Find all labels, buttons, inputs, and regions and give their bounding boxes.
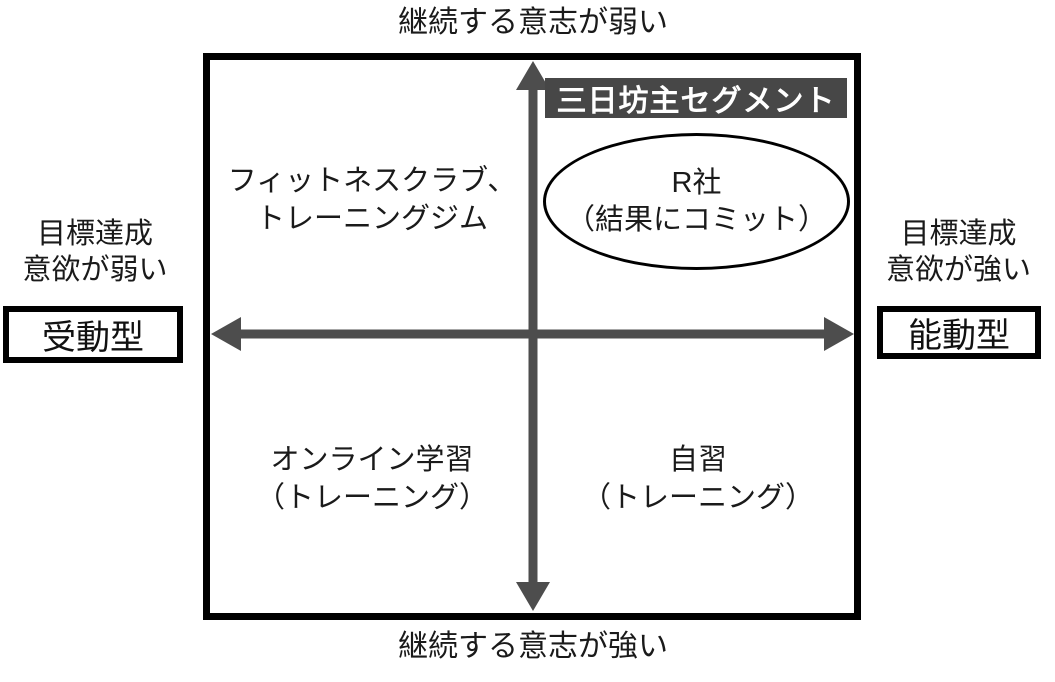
segment-title-banner: 三日坊主セグメント (545, 78, 847, 118)
matrix-frame (203, 53, 861, 620)
active-type-box: 能動型 (877, 306, 1041, 359)
passive-type-box: 受動型 (3, 306, 183, 363)
quadrant-bottom-left-line1: オンライン学習 (270, 444, 474, 476)
quadrant-top-left-line2: トレーニングジム (255, 203, 488, 235)
company-ellipse: R社 （結果にコミット） (543, 133, 850, 270)
quadrant-top-left-label: フィットネスクラブ、 トレーニングジム (210, 162, 534, 238)
left-axis-caption: 目標達成 意欲が弱い (0, 216, 190, 288)
right-axis-caption: 目標達成 意欲が強い (866, 216, 1051, 288)
left-axis-caption-line2: 意欲が弱い (22, 254, 168, 286)
bottom-axis-label: 継続する意志が強い (398, 630, 668, 663)
quadrant-top-left-line1: フィットネスクラブ、 (227, 165, 517, 197)
quadrant-bottom-right-line2: （トレーニング） (581, 482, 814, 514)
quadrant-bottom-right-line1: 自習 (668, 444, 727, 476)
left-axis-caption-line1: 目標達成 (36, 218, 153, 250)
quadrant-bottom-left-line2: （トレーニング） (255, 482, 488, 514)
quadrant-bottom-right-label: 自習 （トレーニング） (540, 441, 856, 517)
company-name: R社 (671, 166, 722, 199)
company-tagline: （結果にコミット） (565, 203, 827, 236)
top-axis-label: 継続する意志が弱い (398, 6, 668, 39)
quadrant-bottom-left-label: オンライン学習 （トレーニング） (210, 441, 534, 517)
right-axis-caption-line1: 目標達成 (900, 218, 1017, 250)
right-axis-caption-line2: 意欲が強い (885, 254, 1031, 286)
